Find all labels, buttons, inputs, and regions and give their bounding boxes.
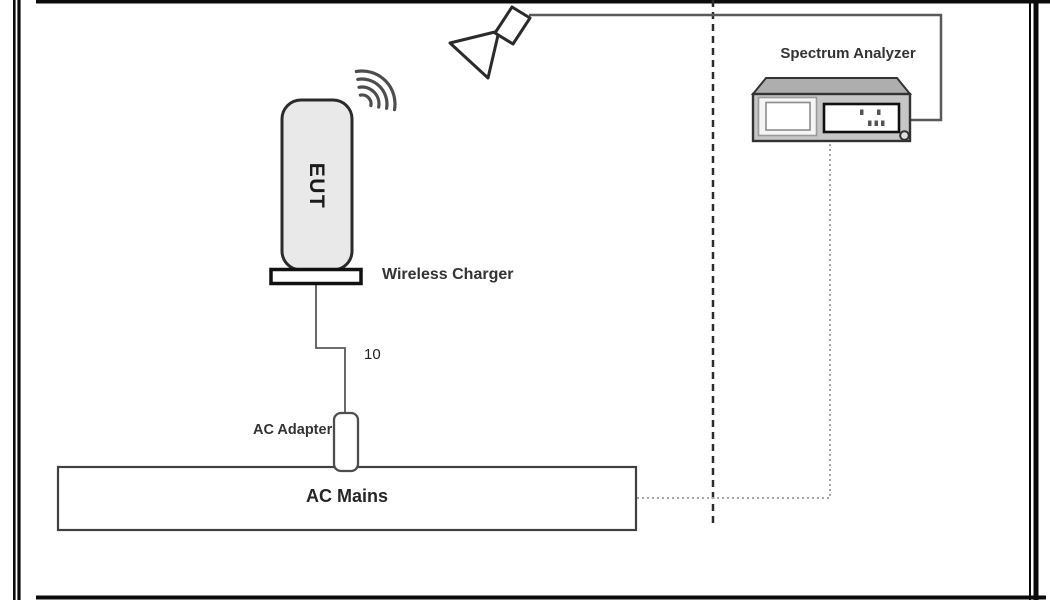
frame-right-line-inner [1029, 0, 1031, 600]
ac-mains-label: AC Mains [305, 486, 388, 506]
horn-antenna-cone [448, 29, 501, 80]
frame-bottom-line [36, 595, 1046, 600]
analyzer-knob [899, 130, 910, 141]
spectrum-analyzer-instrument [750, 77, 913, 143]
analyzer-panel-buttons [860, 109, 885, 126]
cable-length-label: 10 [364, 346, 381, 363]
page-frame [13, 0, 1050, 600]
analyzer-control-panel [822, 102, 901, 134]
ac-adapter-label: AC Adapter [253, 422, 333, 438]
charger-power-wire [315, 283, 346, 415]
horn-antenna-waveguide [493, 5, 532, 46]
frame-top-line [36, 0, 1050, 4]
ac-adapter-plug [332, 411, 360, 473]
ac-mains-box [56, 465, 638, 532]
wifi-arcs-icon [354, 69, 397, 112]
analyzer-top-face [750, 77, 913, 95]
frame-left-line-outer [13, 0, 16, 600]
antenna-to-analyzer-cable [529, 13, 943, 122]
analyzer-screen [765, 101, 811, 131]
eut-label: EUT [305, 162, 328, 210]
frame-left-line-inner [17, 0, 21, 600]
mains-to-analyzer-dotted-line [637, 142, 831, 499]
horn-antenna-icon [448, 5, 532, 80]
wireless-charger-pad [269, 267, 363, 286]
frame-right-line-outer [1033, 0, 1039, 600]
wireless-charger-label: Wireless Charger [382, 266, 514, 283]
spectrum-analyzer-label: Spectrum Analyzer [780, 45, 916, 62]
